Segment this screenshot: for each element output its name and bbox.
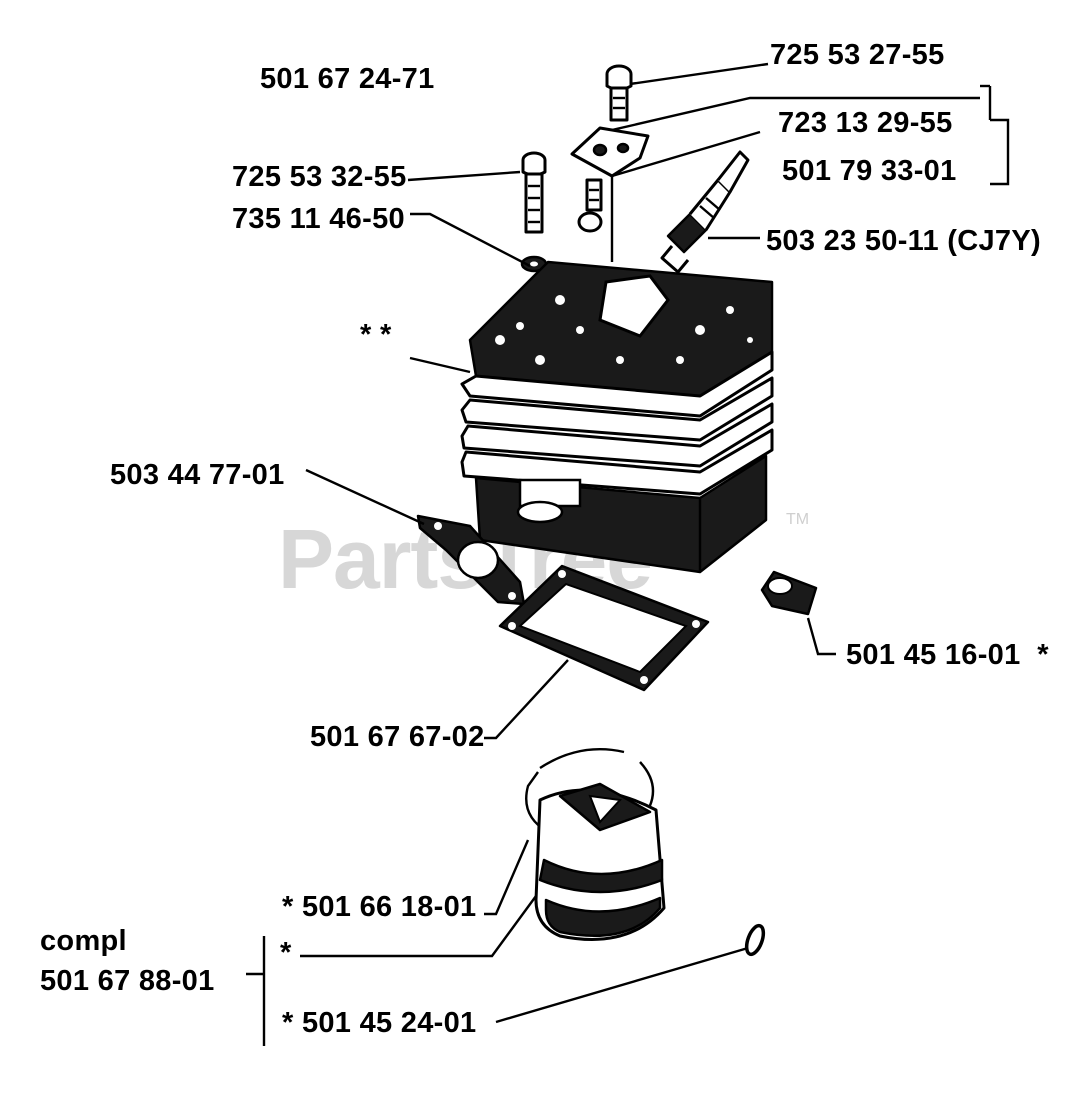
plate-label: 501 79 33-01 <box>782 155 957 187</box>
bolt-label: 725 53 32-55 <box>232 161 407 193</box>
circlip-label: * 501 45 24-01 <box>282 1007 476 1039</box>
compl-word-label: compl <box>40 925 127 957</box>
plate-screw-drawing[interactable] <box>577 178 603 233</box>
spark-plug-label: 503 23 50-11 (CJ7Y) <box>766 225 1041 257</box>
watermark-trademark: TM <box>786 511 809 528</box>
screw-top-drawing[interactable] <box>605 64 633 122</box>
washer-label: 735 11 46-50 <box>232 203 405 235</box>
cylinder-drawing[interactable] <box>460 260 774 574</box>
cylinder-cap-drawing[interactable] <box>760 570 818 616</box>
compl-number-label: 501 67 88-01 <box>40 965 215 997</box>
cylinder-cap-label: 501 45 16-01 * <box>846 639 1049 671</box>
circlip-drawing[interactable] <box>743 923 766 957</box>
cylinder-label: * * <box>360 319 392 351</box>
intake-gasket-label: 503 44 77-01 <box>110 459 285 491</box>
intake-gasket-drawing[interactable] <box>416 514 526 606</box>
spark-plug-drawing[interactable] <box>660 150 750 274</box>
base-gasket-drawing[interactable] <box>498 564 710 692</box>
leader-lines <box>246 62 1010 1046</box>
assembly-number-label: 501 67 24-71 <box>260 63 435 95</box>
plate-screw-label: 723 13 29-55 <box>778 107 953 139</box>
cylinder-texture <box>495 295 753 365</box>
piston-star-label: * <box>280 937 292 969</box>
screw-top-label: 725 53 27-55 <box>770 39 945 71</box>
bolt-drawing[interactable] <box>521 151 547 234</box>
plate-drawing[interactable] <box>570 126 650 178</box>
base-gasket-label: 501 67 67-02 <box>310 721 485 753</box>
piston-ring-label: * 501 66 18-01 <box>282 891 476 923</box>
piston-drawing[interactable] <box>534 782 666 941</box>
